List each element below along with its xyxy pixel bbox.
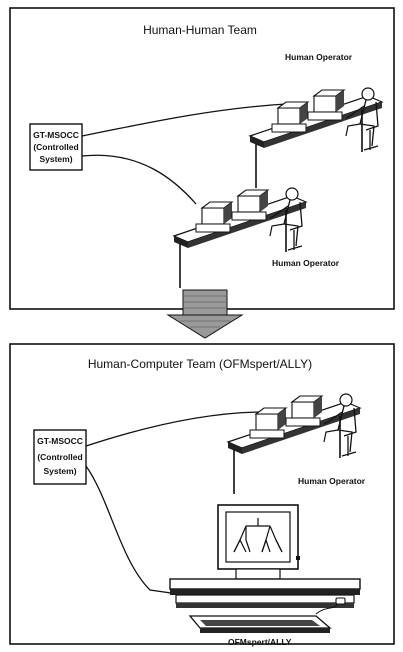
top-operator-label: Human Operator (285, 52, 353, 62)
bottom-panel-frame (9, 343, 395, 645)
top-panel-title: Human-Human Team (143, 23, 257, 37)
svg-text:(Controlled: (Controlled (33, 142, 78, 152)
workstation-upper (249, 87, 383, 189)
bottom-system-box: GT-MSOCC (Controlled System) (33, 429, 87, 485)
connection-line-computer (85, 465, 179, 595)
operator-label: Human Operator (298, 476, 366, 486)
computer-label: OFMspert/ALLY (228, 637, 292, 647)
svg-text:System): System) (43, 466, 76, 476)
svg-text:GT-MSOCC: GT-MSOCC (37, 436, 83, 446)
workstation-lower (173, 187, 307, 289)
connection-line-operator (85, 411, 265, 447)
svg-text:System): System) (39, 154, 72, 164)
bottom-operator-label: Human Operator (272, 258, 340, 268)
svg-text:GT-MSOCC: GT-MSOCC (33, 130, 79, 140)
computer-workstation (169, 504, 361, 633)
bottom-panel-title: Human-Computer Team (OFMspert/ALLY) (88, 357, 312, 371)
tree-graph-icon (233, 518, 283, 553)
connection-line-upper (81, 103, 287, 137)
connection-line-lower (81, 154, 197, 205)
mouse-icon (335, 597, 346, 605)
transition-arrow (166, 289, 244, 339)
svg-text:(Controlled: (Controlled (37, 452, 82, 462)
top-system-box: GT-MSOCC (Controlled System) (29, 123, 83, 171)
